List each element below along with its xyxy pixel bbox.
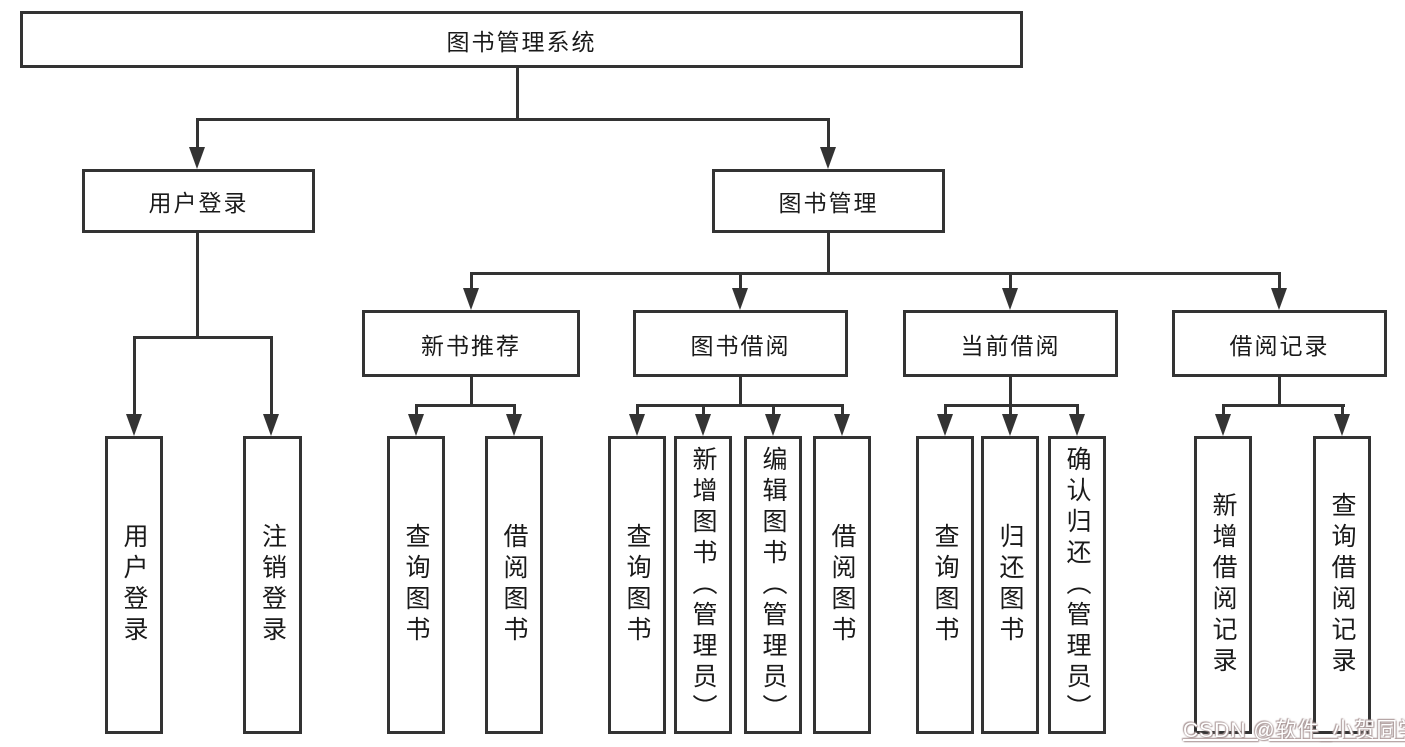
leaf-label: 查询图书 <box>623 523 651 647</box>
node-label: 图书借阅 <box>690 332 791 359</box>
node-label: 图书管理系统 <box>446 28 597 55</box>
leaf-return-books: 归还图书 <box>981 436 1039 734</box>
connector-user-login-drop <box>196 119 199 149</box>
arrow-down-icon <box>1002 414 1018 436</box>
connector-user-login-stem <box>196 233 199 337</box>
connector-leaf-drop <box>1076 406 1079 416</box>
connector-leaf-drop <box>1341 406 1344 416</box>
leaf-query-books-borrowing: 查询图书 <box>608 436 666 734</box>
connector-current-borrow-drop <box>1009 274 1012 290</box>
node-label: 当前借阅 <box>960 332 1061 359</box>
leaf-label: 查询图书 <box>931 523 959 647</box>
arrow-down-icon <box>732 288 748 310</box>
node-borrowing-records: 借阅记录 <box>1172 310 1387 377</box>
leaf-label: 借阅图书 <box>828 523 856 647</box>
connector-current-borrow-split <box>944 404 1079 407</box>
arrow-down-icon <box>463 288 479 310</box>
connector-new-book-stem <box>470 377 473 406</box>
connector-login-leaf-drop <box>133 338 136 416</box>
connector-leaf-drop <box>636 406 639 416</box>
arrow-down-icon <box>695 414 711 436</box>
leaf-label: 查询借阅记录 <box>1328 492 1356 678</box>
leaf-label: 注销登录 <box>258 523 287 647</box>
connector-book-borrow-split <box>636 404 844 407</box>
arrow-down-icon <box>1271 288 1287 310</box>
connector-borrow-record-split <box>1222 404 1345 407</box>
leaf-confirm-return-admin: 确认归还（管理员） <box>1048 436 1106 734</box>
arrow-down-icon <box>1002 288 1018 310</box>
connector-book-mgmt-split <box>470 272 1281 275</box>
arrow-down-icon <box>1215 414 1231 436</box>
leaf-label: 查询图书 <box>402 523 430 647</box>
connector-book-mgmt-drop <box>827 119 830 149</box>
arrow-down-icon <box>820 147 836 169</box>
node-label: 图书管理 <box>778 190 879 216</box>
csdn-watermark: CSDN @软件_小贺同学 <box>1183 719 1405 742</box>
connector-leaf-drop <box>1222 406 1225 416</box>
arrow-down-icon <box>189 147 205 169</box>
connector-new-book-split <box>415 404 516 407</box>
leaf-add-books-admin: 新增图书（管理员） <box>674 436 732 734</box>
arrow-down-icon <box>765 414 781 436</box>
connector-book-mgmt-stem <box>827 233 830 274</box>
connector-leaf-drop <box>1009 406 1012 416</box>
arrow-down-icon <box>1069 414 1085 436</box>
connector-leaf-drop <box>513 406 516 416</box>
leaf-label: 借阅图书 <box>500 523 528 647</box>
leaf-query-borrow-record: 查询借阅记录 <box>1313 436 1371 734</box>
leaf-borrow-books: 借阅图书 <box>813 436 871 734</box>
connector-leaf-drop <box>841 406 844 416</box>
leaf-user-login: 用户登录 <box>105 436 163 734</box>
leaf-edit-books-admin: 编辑图书（管理员） <box>744 436 802 734</box>
node-book-management: 图书管理 <box>712 169 945 233</box>
leaf-query-books-recommend: 查询图书 <box>387 436 445 734</box>
arrow-down-icon <box>629 414 645 436</box>
node-label: 用户登录 <box>148 190 249 216</box>
connector-root-split <box>196 118 830 121</box>
connector-leaf-drop <box>702 406 705 416</box>
leaf-label: 确认归还（管理员） <box>1063 445 1091 725</box>
leaf-logout: 注销登录 <box>243 436 302 734</box>
arrow-down-icon <box>1334 414 1350 436</box>
connector-book-borrow-stem <box>739 377 742 406</box>
node-new-book-recommend: 新书推荐 <box>362 310 580 377</box>
connector-user-login-split <box>133 336 273 339</box>
arrow-down-icon <box>937 414 953 436</box>
connector-logout-leaf-drop <box>270 338 273 416</box>
connector-leaf-drop <box>415 406 418 416</box>
node-user-login: 用户登录 <box>82 169 315 233</box>
leaf-query-books-current: 查询图书 <box>916 436 974 734</box>
arrow-down-icon <box>263 414 279 436</box>
connector-current-borrow-stem <box>1009 377 1012 406</box>
leaf-label: 归还图书 <box>996 523 1024 647</box>
node-current-borrowing: 当前借阅 <box>903 310 1118 377</box>
leaf-label: 编辑图书（管理员） <box>759 445 787 725</box>
leaf-label: 用户登录 <box>120 523 148 647</box>
connector-borrow-record-drop <box>1278 274 1281 290</box>
arrow-down-icon <box>506 414 522 436</box>
arrow-down-icon <box>408 414 424 436</box>
leaf-add-borrow-record: 新增借阅记录 <box>1194 436 1252 734</box>
leaf-label: 新增借阅记录 <box>1209 492 1237 678</box>
connector-new-book-drop <box>470 274 473 290</box>
connector-borrow-record-stem <box>1278 377 1281 406</box>
leaf-label: 新增图书（管理员） <box>689 445 717 725</box>
node-label: 借阅记录 <box>1229 332 1330 359</box>
node-label: 新书推荐 <box>421 332 521 359</box>
arrow-down-icon <box>834 414 850 436</box>
connector-book-borrow-drop <box>739 274 742 290</box>
connector-root-stem <box>516 68 519 118</box>
connector-leaf-drop <box>944 406 947 416</box>
leaf-borrow-books-recommend: 借阅图书 <box>485 436 543 734</box>
connector-leaf-drop <box>772 406 775 416</box>
node-book-borrowing: 图书借阅 <box>633 310 848 377</box>
arrow-down-icon <box>126 414 142 436</box>
node-library-management-system: 图书管理系统 <box>20 11 1023 68</box>
